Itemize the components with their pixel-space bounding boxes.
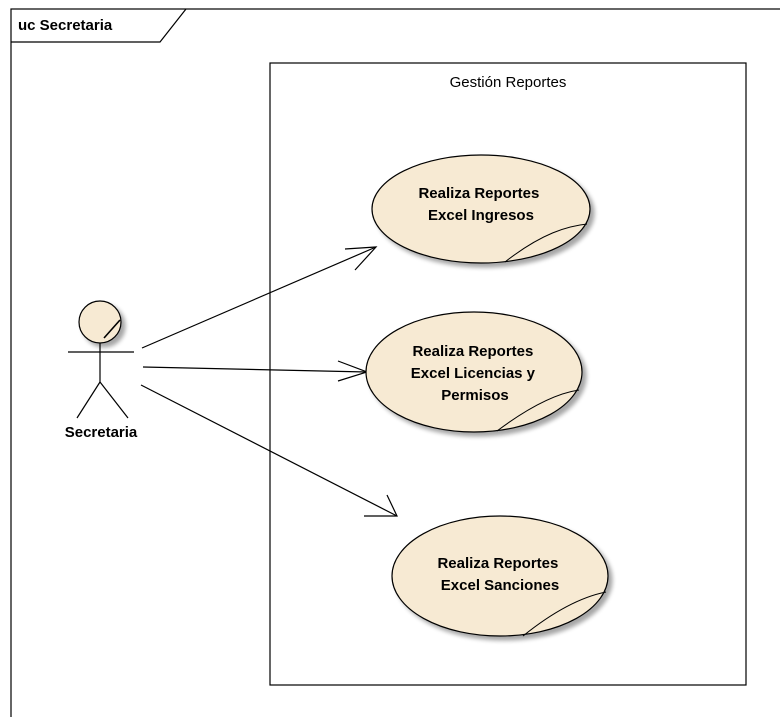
diagram-frame: uc Secretaria	[10, 8, 780, 717]
use-case-label: Realiza Reportes Excel Sanciones	[437, 555, 562, 594]
association-sanciones[interactable]	[140, 384, 398, 517]
use-case-fold-corner	[504, 223, 588, 263]
actor-head	[78, 300, 122, 344]
frame-border	[10, 8, 780, 717]
actor-icon	[68, 300, 134, 419]
actor-secretaria[interactable]: Secretaria	[65, 300, 138, 441]
boundary-title: Gestión Reportes	[450, 74, 567, 91]
use-case-ellipse	[371, 154, 591, 264]
use-case-sanciones[interactable]: Realiza Reportes Excel Sanciones	[391, 515, 609, 637]
use-case-licencias-permisos[interactable]: Realiza Reportes Excel Licencias y Permi…	[365, 311, 583, 433]
use-case-ellipse	[391, 515, 609, 637]
use-case-fold-corner	[522, 591, 607, 637]
association-ingresos[interactable]	[141, 246, 378, 349]
use-case-ingresos[interactable]: Realiza Reportes Excel Ingresos	[371, 154, 591, 264]
use-case-label: Realiza Reportes Excel Ingresos	[418, 185, 543, 224]
use-case-label: Realiza Reportes Excel Licencias y Permi…	[411, 343, 539, 404]
frame-title-tab	[11, 8, 187, 43]
use-case-fold-corner	[496, 389, 580, 432]
frame-title: uc Secretaria	[18, 17, 113, 34]
use-case-ellipse	[365, 311, 583, 433]
actor-label: Secretaria	[65, 424, 138, 441]
